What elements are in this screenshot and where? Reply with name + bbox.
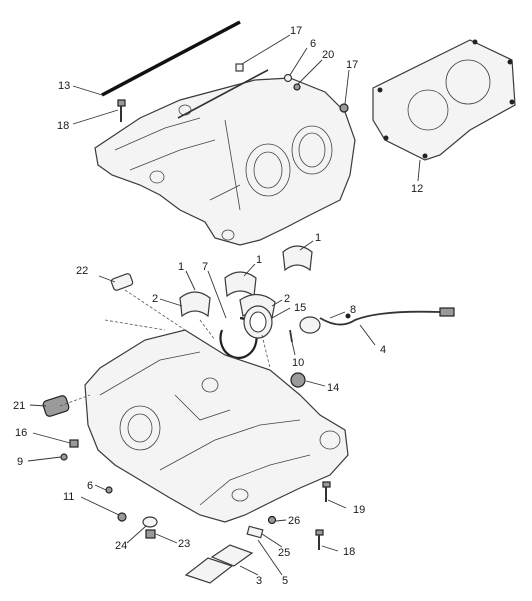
callout-17: 17 (346, 59, 358, 71)
callout-3: 3 (256, 575, 262, 587)
callout-17: 17 (290, 25, 302, 37)
callout-6: 6 (87, 480, 93, 492)
callout-2: 2 (152, 293, 158, 305)
callout-7: 7 (202, 261, 208, 273)
part-17-stud (177, 69, 269, 119)
part-18-bolt-lower (315, 529, 324, 550)
callout-6: 6 (310, 38, 316, 50)
callout-24: 24 (115, 540, 127, 552)
part-19-bolt (322, 481, 331, 502)
lower-crankcase (84, 329, 349, 523)
part-23-drain (145, 529, 156, 539)
bearing-shells (179, 245, 313, 320)
part-26-bolt (267, 515, 277, 525)
callout-8: 8 (350, 304, 356, 316)
part-20-fitting (293, 83, 301, 91)
part-25-gasket (246, 525, 264, 539)
callout-23: 23 (178, 538, 190, 550)
upper-crankcase (94, 77, 356, 246)
callout-1: 1 (315, 232, 321, 244)
callout-13: 13 (58, 80, 70, 92)
part-17-plug (339, 103, 349, 113)
callout-20: 20 (322, 49, 334, 61)
part-13-rod (101, 20, 241, 97)
callout-21: 21 (13, 400, 25, 412)
part-18-bolt (117, 99, 126, 122)
callout-1: 1 (256, 254, 262, 266)
callout-labels: 13 18 17 6 20 17 12 1 22 1 7 1 2 2 15 8 … (13, 25, 423, 587)
callout-15: 15 (294, 302, 306, 314)
callout-10: 10 (292, 357, 304, 369)
part-12-gasket (372, 39, 516, 161)
part-24-oring (142, 516, 158, 528)
part-9-bolt (60, 453, 68, 461)
callout-12: 12 (411, 183, 423, 195)
part-22-plug (110, 273, 134, 291)
part-10-pin (289, 329, 293, 343)
leader-lines (27, 34, 421, 576)
part-14-plug (290, 372, 306, 388)
callout-1: 1 (178, 261, 184, 273)
callout-26: 26 (288, 515, 300, 527)
callout-11: 11 (63, 491, 74, 503)
part-16-clip (69, 439, 79, 448)
part-21-plug (42, 395, 70, 417)
callout-9: 9 (17, 456, 23, 468)
part-6-washer (283, 73, 293, 83)
callout-22: 22 (76, 265, 88, 277)
callout-18: 18 (57, 120, 69, 132)
callout-2: 2 (284, 293, 290, 305)
callout-19: 19 (353, 504, 365, 516)
callout-14: 14 (327, 382, 339, 394)
part-6-washer-lower (105, 486, 113, 494)
callout-16: 16 (15, 427, 27, 439)
part-15-seal (243, 305, 273, 339)
part-4-sensor-cable (299, 307, 455, 334)
callout-18: 18 (343, 546, 355, 558)
part-11-bolt (117, 512, 127, 522)
part-3-gasket (184, 544, 254, 584)
part-17-cap (235, 63, 244, 72)
callout-25: 25 (278, 547, 290, 559)
callout-5: 5 (282, 575, 288, 587)
callout-4: 4 (380, 344, 386, 356)
assembly-line (59, 289, 271, 407)
